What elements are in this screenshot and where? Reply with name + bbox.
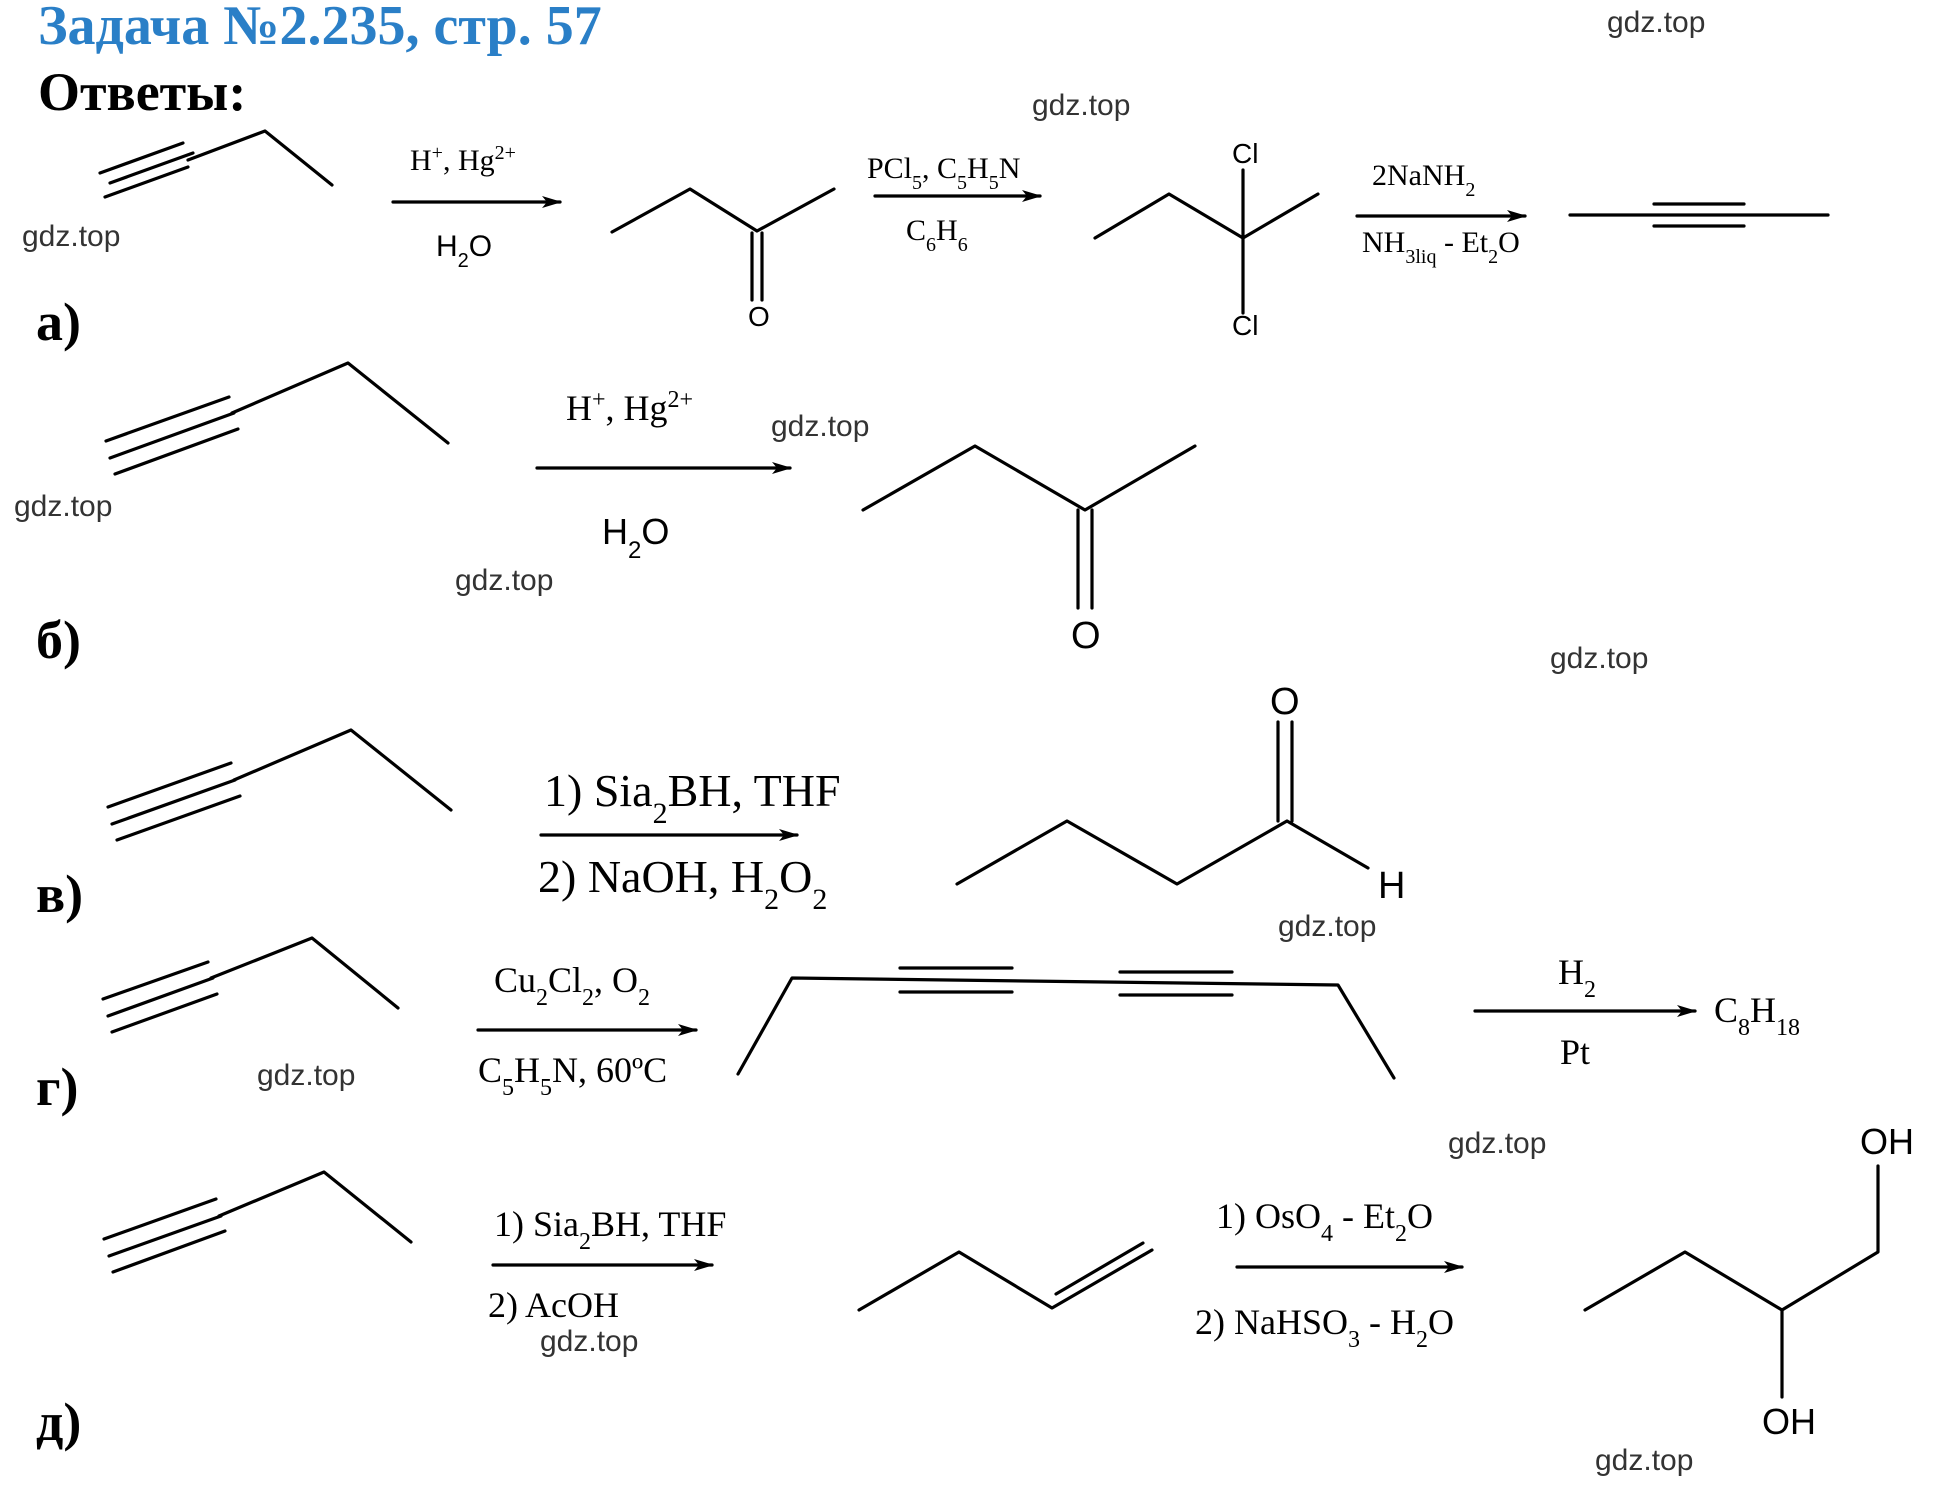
reaction-arrow-b: H+, Hg2+ H2O bbox=[535, 387, 792, 564]
watermark: gdz.top bbox=[540, 1325, 638, 1358]
molecule-but-1-yne-d bbox=[102, 1170, 413, 1274]
molecule-2-2-dichlorobutane: Cl Cl bbox=[1093, 138, 1320, 341]
reagent-d2-top: 1) OsO4 - Et2O bbox=[1216, 1196, 1433, 1247]
watermark: gdz.top bbox=[1607, 6, 1705, 39]
atom-chlorine-bottom: Cl bbox=[1232, 310, 1258, 341]
label-a: а) bbox=[36, 292, 81, 352]
reagent-v-top: 1) Sia2BH, THF bbox=[544, 765, 841, 830]
product-octane: C8H18 bbox=[1714, 990, 1800, 1041]
molecule-butanone-a: O bbox=[610, 187, 836, 332]
reaction-arrow-a2: PCl5, C5H5N C6H6 bbox=[867, 152, 1042, 256]
reaction-arrow-d2: 1) OsO4 - Et2O 2) NaHSO3 - H2O bbox=[1195, 1196, 1464, 1353]
reaction-arrow-g2: H2 Pt bbox=[1473, 952, 1697, 1072]
reaction-arrow-a3: 2NaNH2 NH3liq - Et2O bbox=[1355, 159, 1527, 268]
watermark: gdz.top bbox=[1448, 1127, 1546, 1160]
label-v: в) bbox=[36, 864, 83, 924]
molecule-but-1-yne-g bbox=[101, 936, 400, 1034]
atom-hydroxyl-bottom: OH bbox=[1762, 1401, 1816, 1442]
reagent-a1-top: H+, Hg2+ bbox=[410, 142, 516, 177]
molecule-but-2-yne bbox=[1568, 202, 1830, 228]
reagent-a1-bottom: H2O bbox=[436, 230, 492, 272]
watermark: gdz.top bbox=[14, 490, 112, 523]
reagent-g1-top: Cu2Cl2, O2 bbox=[494, 960, 650, 1011]
reaction-arrow-a1: H+, Hg2+ H2O bbox=[391, 142, 562, 272]
atom-oxygen: O bbox=[1270, 681, 1300, 723]
molecule-but-1-yne-a bbox=[98, 129, 334, 199]
watermark: gdz.top bbox=[1550, 642, 1648, 675]
reagent-b-bottom: H2O bbox=[602, 511, 669, 564]
molecule-butanone-b: O bbox=[861, 444, 1197, 657]
reagent-b-top: H+, Hg2+ bbox=[566, 387, 693, 428]
molecule-but-1-yne-b bbox=[104, 361, 450, 476]
watermark: gdz.top bbox=[771, 410, 869, 443]
atom-chlorine-top: Cl bbox=[1232, 138, 1258, 169]
molecule-butane-1-2-diol: OH OH bbox=[1583, 1121, 1914, 1442]
atom-hydrogen: H bbox=[1378, 865, 1405, 907]
reaction-arrow-g1: Cu2Cl2, O2 C5H5N, 60ºC bbox=[476, 960, 698, 1101]
molecule-butanal: O H bbox=[955, 681, 1405, 907]
answers-heading: Ответы: bbox=[38, 62, 246, 122]
reagent-a2-bottom: C6H6 bbox=[906, 214, 968, 256]
molecule-but-1-yne-v bbox=[106, 728, 453, 842]
watermark: gdz.top bbox=[1595, 1444, 1693, 1477]
reagent-d1-bottom: 2) AcOH bbox=[488, 1285, 619, 1325]
watermarks: gdz.top gdz.top gdz.top gdz.top gdz.top … bbox=[14, 6, 1705, 1477]
reaction-arrow-d1: 1) Sia2BH, THF 2) AcOH bbox=[488, 1204, 726, 1325]
molecule-octa-3-5-diyne bbox=[736, 966, 1396, 1080]
label-b: б) bbox=[36, 610, 81, 670]
watermark: gdz.top bbox=[257, 1059, 355, 1092]
reaction-arrow-v: 1) Sia2BH, THF 2) NaOH, H2O2 bbox=[538, 765, 841, 916]
atom-oxygen: O bbox=[1071, 615, 1101, 657]
reagent-a2-top: PCl5, C5H5N bbox=[867, 152, 1020, 194]
atom-hydroxyl-top: OH bbox=[1860, 1121, 1914, 1162]
reagent-a3-bottom: NH3liq - Et2O bbox=[1362, 226, 1520, 268]
reagent-g1-bottom: C5H5N, 60ºC bbox=[478, 1050, 667, 1101]
watermark: gdz.top bbox=[455, 564, 553, 597]
watermark: gdz.top bbox=[1032, 89, 1130, 122]
reagent-a3-top: 2NaNH2 bbox=[1372, 159, 1475, 201]
reagent-g2-top: H2 bbox=[1558, 952, 1596, 1003]
atom-oxygen: O bbox=[748, 301, 770, 332]
watermark: gdz.top bbox=[22, 220, 120, 253]
reagent-g2-bottom: Pt bbox=[1560, 1032, 1590, 1072]
reagent-d1-top: 1) Sia2BH, THF bbox=[494, 1204, 726, 1255]
reagent-v-bottom: 2) NaOH, H2O2 bbox=[538, 851, 827, 916]
reagent-d2-bottom: 2) NaHSO3 - H2O bbox=[1195, 1302, 1454, 1353]
molecule-but-1-ene bbox=[857, 1241, 1154, 1312]
page-title: Задача №2.235, стр. 57 bbox=[38, 0, 602, 57]
watermark: gdz.top bbox=[1278, 910, 1376, 943]
label-d: д) bbox=[36, 1392, 81, 1452]
label-g: г) bbox=[36, 1057, 79, 1117]
